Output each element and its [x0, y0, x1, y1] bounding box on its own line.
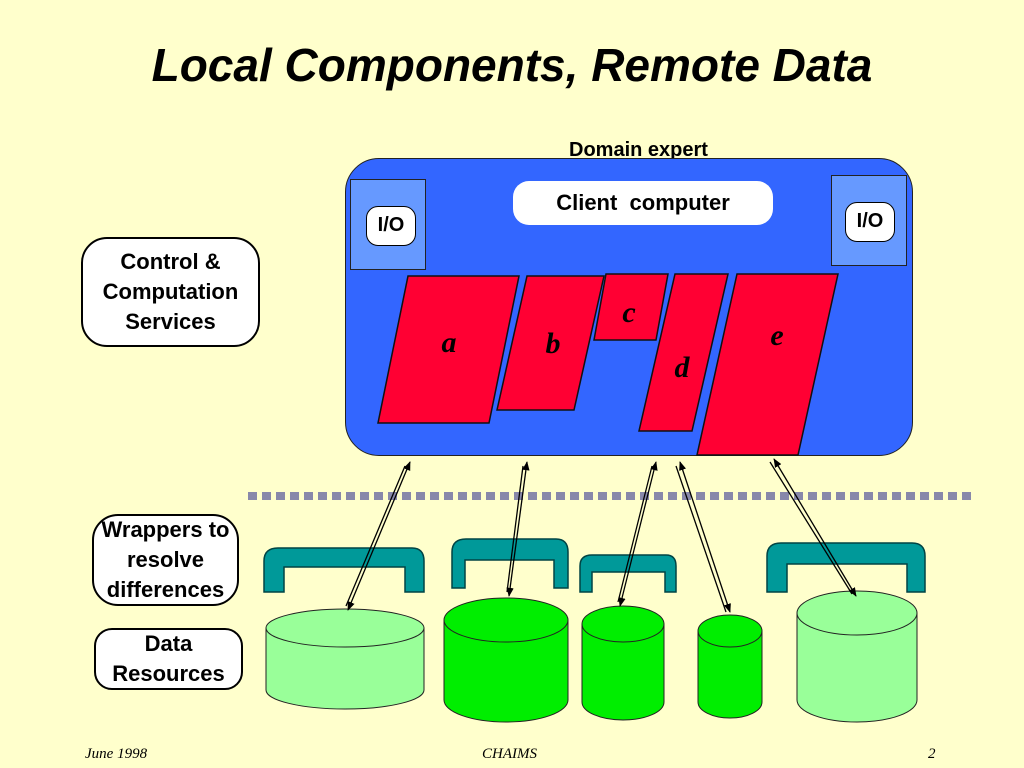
wrapper-1 [263, 547, 425, 593]
component-c-label: c [622, 296, 635, 329]
component-d[interactable]: d [638, 273, 729, 432]
component-d-label: d [675, 351, 691, 384]
arrow-d-data4 [675, 461, 731, 613]
data-cylinder-5 [796, 590, 918, 723]
client-computer-label: Client computer [513, 181, 773, 225]
data-resources-label: Data Resources [94, 628, 243, 690]
slide-title: Local Components, Remote Data [151, 39, 873, 91]
component-b[interactable]: b [496, 275, 605, 411]
component-b-label: b [546, 327, 561, 360]
io-right-button[interactable]: I/O [845, 202, 895, 242]
footer-page-number: 2 [928, 746, 936, 762]
wrapper-2 [451, 538, 569, 589]
component-a-label: a [442, 326, 457, 359]
component-a[interactable]: a [377, 275, 520, 424]
arrow-d-data3 [617, 461, 658, 607]
wrappers-label: Wrappers to resolve differences [92, 514, 239, 606]
component-e[interactable]: e [696, 273, 839, 456]
component-c[interactable]: c [593, 273, 669, 341]
data-cylinder-3 [581, 605, 665, 721]
component-e-label: e [770, 319, 783, 352]
domain-expert-label: Domain expert [569, 139, 708, 161]
arrow-a-data1 [345, 461, 411, 611]
footer-date: June 1998 [85, 746, 148, 762]
data-cylinder-4 [697, 614, 763, 719]
data-cylinder-1 [265, 608, 425, 710]
control-services-label: Control & Computation Services [81, 237, 260, 347]
footer-center: CHAIMS [482, 746, 537, 762]
data-cylinder-2 [443, 597, 569, 723]
io-left-button[interactable]: I/O [366, 206, 416, 246]
arrow-b-data2 [506, 461, 530, 597]
arrow-e-data5 [769, 458, 857, 597]
